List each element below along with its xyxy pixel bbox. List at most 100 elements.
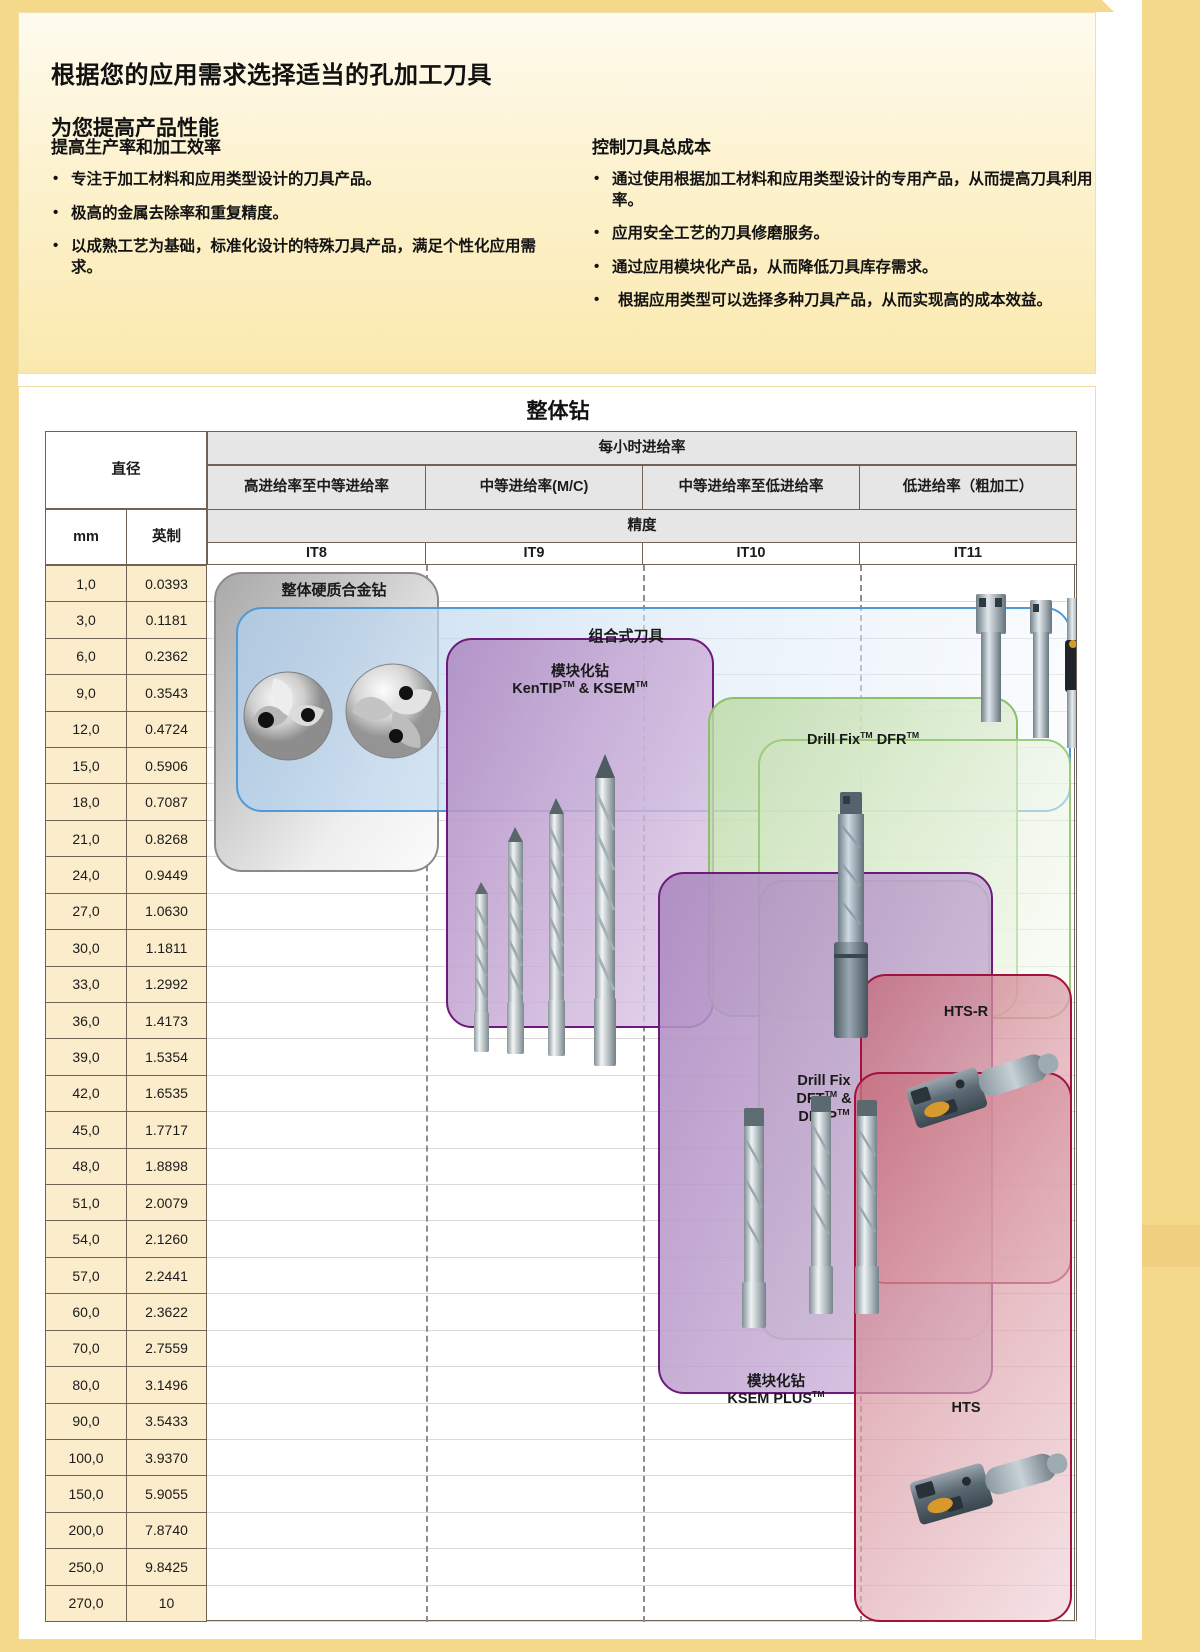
diameter-mm-cell: 45,0: [45, 1111, 127, 1149]
header-feed-col-3: 中等进给率至低进给率: [642, 465, 860, 510]
page-title: 根据您的应用需求选择适当的孔加工刀具: [51, 62, 492, 90]
row-guide: [207, 1256, 1077, 1258]
row-guide: [207, 1293, 1077, 1295]
diameter-inch-cell: 3.5433: [126, 1402, 207, 1440]
region-ksem-plus: [658, 872, 993, 1394]
diameter-mm-cell: 21,0: [45, 819, 127, 858]
region-drill-fix-dfr-ext: [758, 739, 1071, 1019]
label-drill-fix-dft-dfsp: Drill Fix DFTTM & DFSPTM: [764, 1072, 884, 1126]
diameter-mm-cell: 57,0: [45, 1256, 127, 1295]
diameter-inch-cell: 3.9370: [126, 1438, 207, 1477]
header-diameter: 直径: [45, 431, 207, 509]
tool-ksem-medium: [548, 798, 565, 1056]
diameter-mm-cell: 270,0: [45, 1584, 127, 1622]
diameter-mm-cell: 51,0: [45, 1184, 127, 1222]
row-guide: [207, 710, 1077, 712]
header-it10: IT10: [642, 542, 860, 565]
diameter-mm-cell: 12,0: [45, 710, 127, 749]
diameter-inch-cell: 0.7087: [126, 783, 207, 821]
diameter-mm-cell: 250,0: [45, 1548, 127, 1586]
diameter-inch-cell: 0.5906: [126, 747, 207, 785]
label-ksem-plus-line2: KSEM PLUSTM: [727, 1389, 825, 1408]
diameter-mm-cell: 3,0: [45, 601, 127, 639]
diameter-inch-cell: 2.1260: [126, 1220, 207, 1258]
header-it9: IT9: [425, 542, 643, 565]
row-guide: [207, 1329, 1077, 1331]
intro-right-bullets: 通过使用根据加工材料和应用类型设计的专用产品，从而提高刀具利用率。 应用安全工艺…: [592, 169, 1112, 312]
diameter-inch-cell: 7.8740: [126, 1511, 207, 1550]
diameter-inch-cell: 9.8425: [126, 1548, 207, 1586]
intro-column-left: 提高生产率和加工效率 专注于加工材料和应用类型设计的刀具产品。 极高的金属去除率…: [51, 133, 556, 291]
list-item: 极高的金属去除率和重复精度。: [51, 203, 556, 225]
tool-assembled-2: [1030, 600, 1052, 738]
row-guide: [207, 856, 1077, 858]
page-subtitle: 为您提高产品性能: [51, 117, 219, 141]
region-hts-r: [860, 974, 1072, 1284]
column-guide-it10: [643, 565, 645, 1622]
intro-left-title: 提高生产率和加工效率: [51, 138, 221, 157]
diameter-mm-cell: 70,0: [45, 1329, 127, 1368]
diameter-mm-cell: 27,0: [45, 892, 127, 931]
tool-hts: [909, 1453, 1068, 1525]
header-unit-inch: 英制: [126, 509, 207, 565]
diameter-inch-cell: 0.1181: [126, 601, 207, 639]
tool-solid-carbide-endview-1: [243, 671, 333, 761]
row-guide: [207, 601, 1077, 603]
diameter-inch-cell: 1.5354: [126, 1038, 207, 1076]
row-guide: [207, 747, 1077, 749]
row-guide: [207, 819, 1077, 821]
row-guide: [207, 929, 1077, 931]
row-guide: [207, 1621, 1077, 1622]
row-guide: [207, 1184, 1077, 1186]
row-guide: [207, 783, 1077, 785]
region-hts: [854, 1072, 1072, 1622]
header-feed-col-2: 中等进给率(M/C): [425, 465, 643, 510]
header-feed-rate: 每小时进给率: [207, 431, 1077, 465]
row-guide: [207, 965, 1077, 967]
diameter-inch-cell: 0.3543: [126, 674, 207, 712]
row-guide: [207, 1074, 1077, 1076]
row-guide: [207, 1111, 1077, 1113]
region-kentip-ksem: [446, 638, 714, 1028]
list-item: 应用安全工艺的刀具修磨服务。: [592, 223, 1112, 245]
column-guide-it9: [426, 565, 428, 1622]
diameter-inch-cell: 1.0630: [126, 892, 207, 931]
page-border-top: [0, 0, 1200, 12]
list-item: 以成熟工艺为基础，标准化设计的特殊刀具产品，满足个性化应用需求。: [51, 236, 556, 278]
diameter-mm-cell: 15,0: [45, 747, 127, 785]
row-guide: [207, 1038, 1077, 1040]
page-border-bottom: [0, 1640, 1200, 1652]
row-guide: [207, 1220, 1077, 1222]
diameter-mm-cell: 90,0: [45, 1402, 127, 1440]
diameter-mm-cell: 1,0: [45, 565, 127, 603]
region-solid-carbide: [214, 572, 439, 872]
header-accuracy: 精度: [207, 509, 1077, 543]
list-item: 通过使用根据加工材料和应用类型设计的专用产品，从而提高刀具利用率。: [592, 169, 1112, 211]
diameter-inch-cell: 0.9449: [126, 856, 207, 894]
row-guide: [207, 637, 1077, 639]
diameter-inch-cell: 1.6535: [126, 1074, 207, 1113]
diameter-mm-cell: 100,0: [45, 1438, 127, 1477]
row-guide: [207, 1147, 1077, 1149]
row-guide: [207, 1366, 1077, 1368]
tool-drill-fix-dfr: [834, 792, 868, 1038]
label-solid-carbide: 整体硬质合金钻: [281, 582, 387, 599]
diameter-mm-cell: 18,0: [45, 783, 127, 821]
page-corner-cut: [1102, 0, 1142, 40]
list-item: 通过应用模块化产品，从而降低刀具库存需求。: [592, 257, 1112, 279]
diameter-mm-cell: 80,0: [45, 1366, 127, 1404]
diameter-inch-cell: 10: [126, 1584, 207, 1622]
row-guide: [207, 1584, 1077, 1586]
diameter-inch-cell: 5.9055: [126, 1475, 207, 1513]
tool-kentip-medium: [507, 827, 524, 1054]
label-hts-r: HTS-R: [943, 1004, 989, 1020]
diameter-inch-cell: 0.8268: [126, 819, 207, 858]
header-it11: IT11: [859, 542, 1077, 565]
intro-left-bullets: 专注于加工材料和应用类型设计的刀具产品。 极高的金属去除率和重复精度。 以成熟工…: [51, 169, 556, 278]
page-border-right: [1142, 0, 1200, 1652]
diameter-inch-cell: 1.1811: [126, 929, 207, 967]
list-item: 专注于加工材料和应用类型设计的刀具产品。: [51, 169, 556, 191]
selection-matrix: 直径 每小时进给率 高进给率至中等进给率 中等进给率(M/C) 中等进给率至低进…: [45, 431, 1077, 1622]
diameter-inch-cell: 1.8898: [126, 1147, 207, 1186]
tool-ksem-large: [594, 754, 616, 1066]
